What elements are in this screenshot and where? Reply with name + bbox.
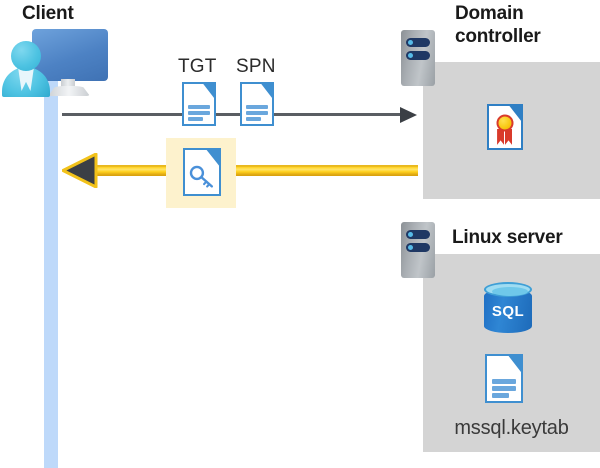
- request-arrow-line: [62, 113, 406, 116]
- tgt-label: TGT: [178, 56, 217, 77]
- keytab-document-icon: [485, 354, 523, 403]
- monitor-icon: [32, 29, 108, 81]
- request-arrow-head-icon: [400, 107, 417, 123]
- client-title: Client: [22, 3, 74, 24]
- domain-controller-server-rack-icon: [401, 30, 435, 86]
- keytab-filename-label: mssql.keytab: [454, 417, 569, 439]
- domain-controller-title: Domain controller: [455, 2, 595, 48]
- person-head-icon: [11, 41, 41, 71]
- sql-database-label: SQL: [491, 303, 525, 320]
- domain-controller-title-line2: controller: [455, 26, 541, 47]
- response-arrow-head-icon: [62, 153, 98, 188]
- linux-server-rack-icon: [401, 222, 435, 278]
- person-collar-icon: [18, 67, 34, 91]
- monitor-base-icon: [48, 86, 90, 96]
- sql-database-icon: SQL: [484, 282, 532, 337]
- response-arrow-line: [78, 165, 418, 176]
- tgt-document-icon: [182, 82, 216, 126]
- key-document-icon: [183, 148, 221, 196]
- certificate-document-icon: [487, 104, 523, 150]
- spn-label: SPN: [236, 56, 276, 77]
- client-lifeline: [44, 60, 58, 468]
- linux-server-title: Linux server: [452, 227, 563, 248]
- key-icon: [189, 166, 214, 188]
- spn-document-icon: [240, 82, 274, 126]
- domain-controller-title-line1: Domain: [455, 3, 524, 24]
